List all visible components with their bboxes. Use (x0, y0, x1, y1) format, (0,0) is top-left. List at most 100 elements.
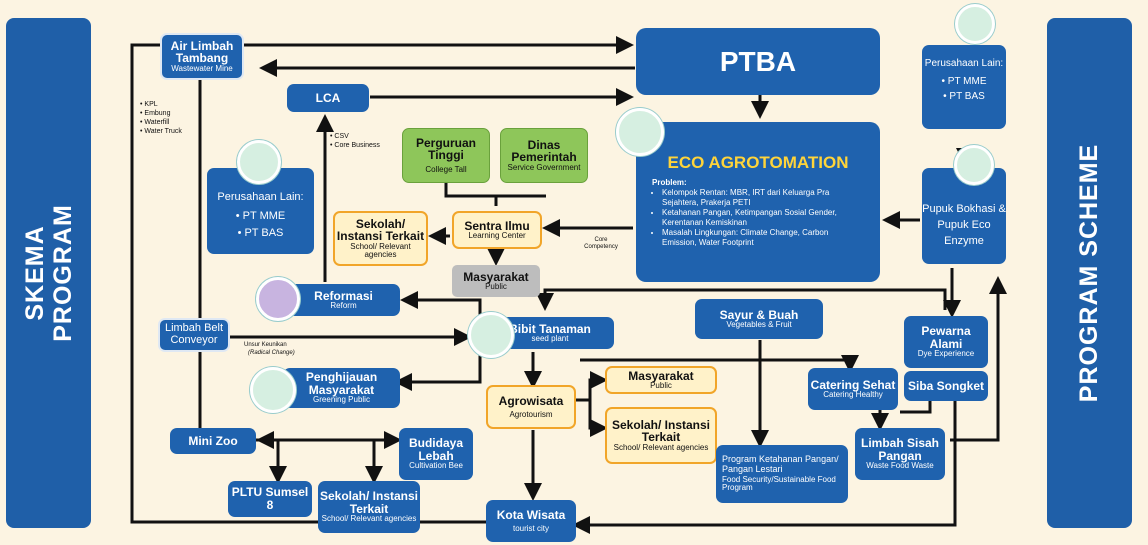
sayur-title: Sayur & Buah (719, 307, 799, 322)
kpl-item: • Embung (140, 110, 171, 117)
siba-title: Siba Songket (907, 378, 984, 393)
sekolah-bottom-node: Sekolah/ Instansi Terkait School/ Releva… (318, 481, 420, 533)
right-side-panel: PROGRAM SCHEME (1047, 18, 1132, 528)
reformasi-sub: Reform (330, 301, 357, 311)
wind-turbine-icon (237, 140, 281, 184)
masyarakat-mid-title: Masyarakat (628, 368, 694, 383)
masyarakat-top-title: Masyarakat (463, 269, 529, 284)
dinas-title: Dinas Pemerintah (511, 137, 577, 165)
dinas-sub: Service Government (507, 162, 581, 172)
ptba-title: PTBA (719, 45, 797, 77)
fertilizer-icon (954, 145, 994, 185)
lca-title: LCA (315, 90, 341, 105)
perguruan-sub: College Tall (425, 164, 467, 174)
sekolah-bottom-title: Sekolah/ Instansi Terkait (319, 489, 419, 516)
eco-landscape-icon (616, 108, 664, 156)
perusahaan-right-item: • PT MME (941, 75, 987, 87)
pewarna-sub: Dye Experience (917, 349, 975, 359)
csv-item: • CSV (330, 133, 349, 140)
unsur-label: Unsur Keunikan (244, 342, 287, 348)
air-limbah-title: Air Limbah Tambang (170, 38, 234, 66)
eco-problem-item: Ketahanan Pangan, Ketimpangan Sosial Gen… (662, 208, 864, 228)
agrowisata-sub: Agrotourism (509, 409, 553, 419)
perusahaan-left-list: • PT MME • PT BAS (236, 208, 285, 242)
agrowisata-node: Agrowisata Agrotourism (486, 385, 576, 429)
budidaya-sub: Cultivation Bee (409, 461, 463, 471)
sentra-ilmu-node: Sentra Ilmu Learning Center (452, 211, 542, 249)
eco-problem-item: Kelompok Rentan: MBR, IRT dari Keluarga … (662, 188, 864, 208)
kpl-item: • KPL (140, 101, 158, 108)
eco-problem-item: Masalah Lingkungan: Climate Change, Carb… (662, 228, 864, 248)
kota-sub: tourist city (512, 524, 549, 534)
limbah-belt-title: Limbah Belt Conveyor (164, 322, 224, 346)
dinas-pemerintah-node: Dinas Pemerintah Service Government (500, 128, 588, 183)
perguruan-title: Perguruan Tinggi (415, 135, 476, 163)
csv-list: • CSV • Core Business (330, 132, 380, 150)
catering-sehat-node: Catering Sehat Catering Healthy (808, 368, 898, 410)
pewarna-title: Pewarna Alami (921, 324, 971, 351)
kota-wisata-node: Kota Wisata tourist city (486, 500, 576, 542)
air-limbah-tambang-node: Air Limbah Tambang Wastewater Mine (160, 33, 244, 80)
sekolah-top-node: Sekolah/ Instansi Terkait School/ Releva… (333, 211, 428, 266)
perusahaan-right-list: • PT MME • PT BAS (942, 74, 987, 104)
perusahaan-lain-right-node: Perusahaan Lain: • PT MME • PT BAS (922, 45, 1006, 129)
bibit-sub: seed plant (531, 334, 569, 344)
sekolah-mid-title: Sekolah/ Instansi Terkait (611, 417, 711, 445)
sentra-sub: Learning Center (468, 231, 526, 241)
budidaya-title: Budidaya Lebah (408, 436, 463, 463)
masyarakat-mid-node: Masyarakat Public (605, 366, 717, 394)
program-ketahanan-title: Program Ketahanan Pangan/ Pangan Lestari (722, 454, 839, 474)
limbah-sisa-title: Limbah Sisah Pangan (860, 436, 940, 463)
catering-sub: Catering Healthy (823, 390, 883, 400)
perusahaan-left-item: • PT BAS (237, 226, 284, 239)
pltu-title: PLTU Sumsel 8 (231, 485, 309, 512)
eco-problem-block: Problem: Kelompok Rentan: MBR, IRT dari … (636, 178, 880, 248)
kpl-list: • KPL • Embung • Waterfill • Water Truck (140, 100, 182, 136)
pupuk-node: Pupuk Bokhasi & Pupuk Eco Enzyme (922, 168, 1006, 264)
perusahaan-right-title: Perusahaan Lain: (924, 58, 1004, 69)
air-limbah-sub: Wastewater Mine (171, 63, 233, 73)
mini-zoo-title: Mini Zoo (188, 433, 238, 448)
limbah-sisa-sub: Waste Food Waste (866, 461, 934, 471)
program-ketahanan-node: Program Ketahanan Pangan/ Pangan Lestari… (716, 445, 848, 503)
sayur-sub: Vegetables & Fruit (726, 320, 792, 330)
perusahaan-left-item: • PT MME (235, 209, 286, 222)
bibit-title: Bibit Tanaman (509, 321, 591, 336)
seedling-icon (468, 312, 514, 358)
penghijauan-node: Penghijauan Masyarakat Greening Public (283, 368, 400, 408)
kpl-item: • Water Truck (140, 128, 182, 135)
eco-problem-label: Problem: (652, 177, 687, 187)
ptba-node: PTBA (636, 28, 880, 95)
masyarakat-top-sub: Public (485, 282, 507, 292)
agrowisata-title: Agrowisata (498, 394, 564, 408)
perguruan-tinggi-node: Perguruan Tinggi College Tall (402, 128, 490, 183)
csv-item: • Core Business (330, 142, 380, 149)
eco-agrotomation-node: ECO AGROTOMATION Problem: Kelompok Renta… (636, 122, 880, 282)
sekolah-mid-node: Sekolah/ Instansi Terkait School/ Releva… (605, 407, 717, 464)
sayur-buah-node: Sayur & Buah Vegetables & Fruit (695, 299, 823, 339)
siba-songket-node: Siba Songket (904, 371, 988, 401)
reformasi-node: Reformasi Reform (287, 284, 400, 316)
battery-icon (955, 4, 995, 44)
perusahaan-left-title: Perusahaan Lain: (217, 191, 304, 204)
kota-title: Kota Wisata (496, 507, 566, 522)
mini-zoo-node: Mini Zoo (170, 428, 256, 454)
limbah-sisa-pangan-node: Limbah Sisah Pangan Waste Food Waste (855, 428, 945, 480)
masyarakat-top-node: Masyarakat Public (452, 265, 540, 297)
reformasi-title: Reformasi (314, 288, 373, 303)
penghijauan-sub: Greening Public (313, 395, 370, 405)
sekolah-top-title: Sekolah/ Instansi Terkait (336, 216, 425, 244)
kpl-item: • Waterfill (140, 119, 170, 126)
lca-node: LCA (287, 84, 369, 112)
pltu-node: PLTU Sumsel 8 (228, 481, 312, 517)
connectors (130, 36, 1007, 534)
perusahaan-right-item: • PT BAS (943, 90, 985, 102)
sentra-title: Sentra Ilmu (464, 218, 530, 233)
core-competency-label: Core Competency (584, 237, 618, 250)
program-ketahanan-sub: Food Security/Sustainable Food Program (722, 475, 836, 493)
eco-problem-list: Kelompok Rentan: MBR, IRT dari Keluarga … (652, 188, 864, 248)
sekolah-bottom-sub: School/ Relevant agencies (321, 514, 417, 524)
sekolah-top-sub: School/ Relevant agencies (350, 241, 411, 260)
sekolah-mid-sub: School/ Relevant agencies (613, 442, 709, 452)
